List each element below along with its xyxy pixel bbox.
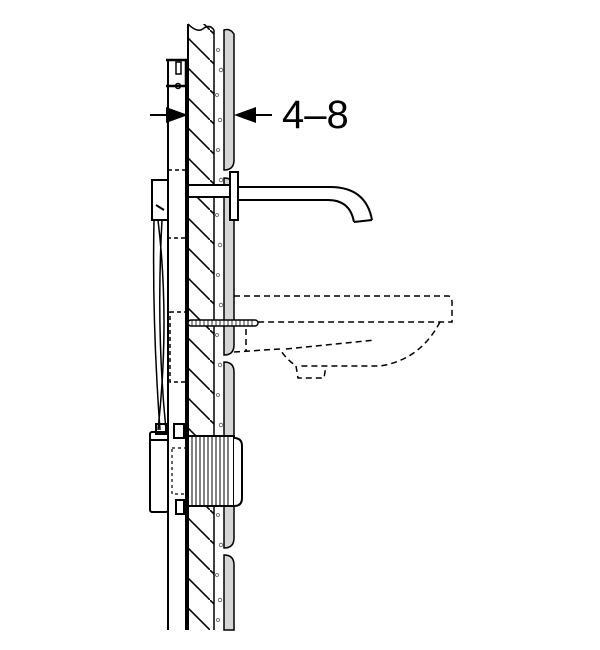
lower-box: [149, 423, 185, 515]
threaded-rod: [187, 319, 259, 327]
adhesive-layer: [213, 30, 224, 630]
washbasin: [233, 295, 453, 379]
wall-spout: [187, 171, 373, 223]
frame-upright: [166, 58, 188, 630]
ribbed-sleeve: [187, 435, 243, 507]
fixing-bracket: [169, 311, 189, 383]
dimension-label: 4–8: [282, 93, 349, 137]
wall-section: [187, 23, 215, 630]
wall-cladding: [223, 28, 235, 631]
dimension-marker: 4–8: [150, 93, 349, 137]
cables: [152, 219, 167, 431]
upper-valve: [151, 179, 169, 221]
